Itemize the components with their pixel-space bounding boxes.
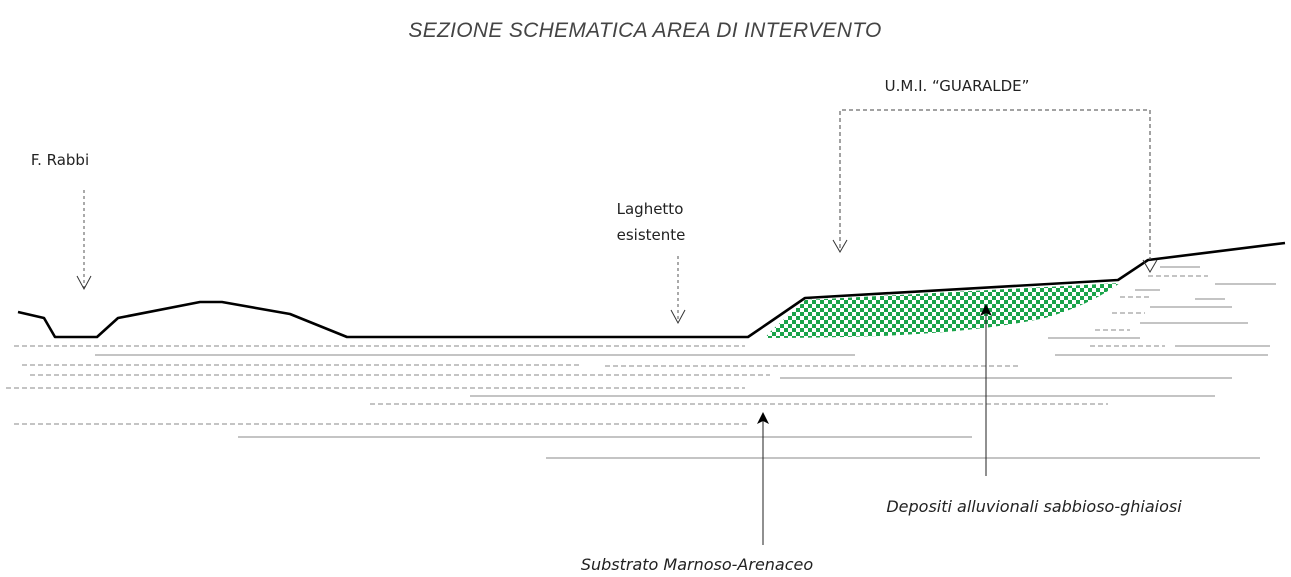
river-arrow-icon [76, 275, 92, 291]
deposits-label: Depositi alluvionali sabbioso-ghiaiosi [886, 497, 1182, 516]
lake-label-line2: esistente [617, 226, 686, 244]
substrate-strata [6, 266, 1276, 459]
deposits-arrow-icon [980, 304, 992, 316]
umi-arrow-right-icon [1142, 259, 1158, 273]
diagram-title: SEZIONE SCHEMATICA AREA DI INTERVENTO [408, 19, 881, 42]
lake-label-line1: Laghetto [617, 200, 684, 218]
umi-bracket [839, 109, 1151, 260]
substrate-label: Substrato Marnoso-Arenaceo [581, 555, 814, 574]
lake-arrow-icon [670, 309, 686, 325]
river-label: F. Rabbi [31, 151, 89, 169]
ground-profile [17, 241, 1286, 339]
umi-label: U.M.I. “GUARALDE” [885, 77, 1030, 95]
substrate-arrow-icon [757, 412, 769, 424]
umi-arrow-left-icon [832, 239, 848, 253]
alluvial-deposit-lens [765, 283, 1120, 338]
